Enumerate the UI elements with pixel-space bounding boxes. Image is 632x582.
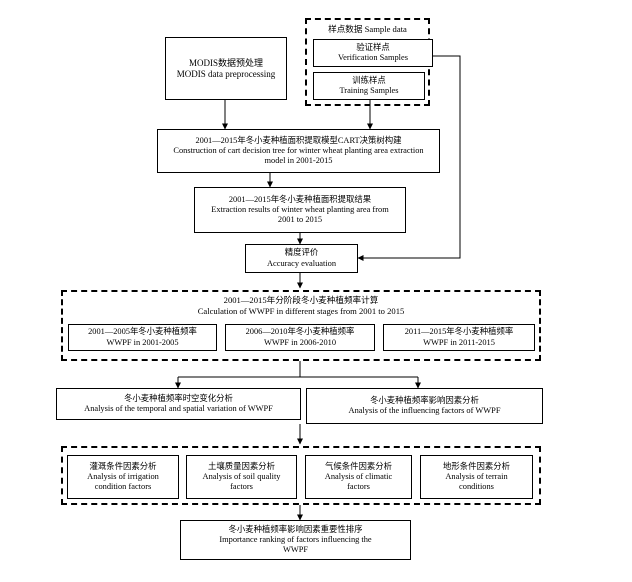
soil-quality-factor-box: 土壤质量因素分析 Analysis of soil quality factor… xyxy=(186,455,297,499)
climatic-factor-box: 气候条件因素分析 Analysis of climatic factors xyxy=(305,455,412,499)
ranking-en-line2: WWPF xyxy=(282,545,309,555)
verification-samples-box: 验证样点 Verification Samples xyxy=(313,39,433,67)
modis-zh: MODIS数据预处理 xyxy=(188,57,263,68)
climatic-en-line1: Analysis of climatic xyxy=(324,471,393,481)
influencing-factors-box: 冬小麦种植频率影响因素分析 Analysis of the influencin… xyxy=(306,388,543,424)
influencing-en: Analysis of the influencing factors of W… xyxy=(348,406,501,415)
training-zh: 训练样点 xyxy=(352,75,386,85)
soil-zh: 土壤质量因素分析 xyxy=(208,461,275,471)
stage-box-2001-2005: 2001—2005年冬小麦种植频率 WWPF in 2001-2005 xyxy=(68,324,217,351)
importance-ranking-box: 冬小麦种植频率影响因素重要性排序 Importance ranking of f… xyxy=(180,520,411,560)
stage-1-zh: 2001—2005年冬小麦种植频率 xyxy=(88,327,197,337)
extraction-zh: 2001—2015年冬小麦种植面积提取结果 xyxy=(228,194,372,204)
irrigation-zh: 灌溉条件因素分析 xyxy=(89,461,157,471)
stage-2-zh: 2006—2010年冬小麦种植频率 xyxy=(245,327,355,337)
temporal-spatial-analysis-box: 冬小麦种植频率时空变化分析 Analysis of the temporal a… xyxy=(56,388,301,420)
accuracy-evaluation-box: 精度评价 Accuracy evaluation xyxy=(245,244,358,273)
climatic-en-line2: factors xyxy=(347,482,370,492)
modis-preprocessing-box: MODIS数据预处理 MODIS data preprocessing xyxy=(165,37,287,100)
stage-box-2006-2010: 2006—2010年冬小麦种植频率 WWPF in 2006-2010 xyxy=(225,324,375,351)
modis-en: MODIS data preprocessing xyxy=(176,68,276,79)
influencing-zh: 冬小麦种植频率影响因素分析 xyxy=(370,395,479,405)
sample-data-title: 样点数据 Sample data xyxy=(328,24,407,34)
irrigation-factor-box: 灌溉条件因素分析 Analysis of irrigation conditio… xyxy=(67,455,179,499)
temporal-en: Analysis of the temporal and spatial var… xyxy=(84,404,273,413)
climatic-zh: 气候条件因素分析 xyxy=(325,461,392,471)
ranking-en-line1: Importance ranking of factors influencin… xyxy=(219,534,372,544)
stage-3-en: WWPF in 2011-2015 xyxy=(423,337,495,347)
ranking-zh: 冬小麦种植频率影响因素重要性排序 xyxy=(228,524,363,534)
extraction-en-line1: Extraction results of winter wheat plant… xyxy=(211,204,389,214)
cart-en-line2: model in 2001-2015 xyxy=(264,156,333,166)
extraction-results-box: 2001—2015年冬小麦种植面积提取结果 Extraction results… xyxy=(194,187,406,233)
training-en: Training Samples xyxy=(339,86,399,95)
stage-3-zh: 2011—2015年冬小麦种植频率 xyxy=(404,327,514,337)
arrow-verification-to-accuracy xyxy=(357,55,461,261)
verification-en: Verification Samples xyxy=(337,53,408,62)
wwpf-group-en: Calculation of WWPF in different stages … xyxy=(197,306,405,316)
accuracy-zh: 精度评价 xyxy=(284,248,319,258)
soil-en-line2: factors xyxy=(230,482,253,492)
training-samples-box: 训练样点 Training Samples xyxy=(313,72,425,100)
terrain-factor-box: 地形条件因素分析 Analysis of terrain conditions xyxy=(420,455,533,499)
verification-zh: 验证样点 xyxy=(356,42,390,52)
wwpf-group-zh: 2001—2015年分阶段冬小麦种植频率计算 xyxy=(223,295,379,305)
soil-en-line1: Analysis of soil quality xyxy=(202,471,281,481)
cart-zh: 2001—2015年冬小麦种植面积提取模型CART决策树构建 xyxy=(195,135,402,145)
terrain-en-line1: Analysis of terrain xyxy=(445,471,508,481)
wwpf-calculation-group xyxy=(61,290,541,361)
terrain-zh: 地形条件因素分析 xyxy=(443,461,510,471)
irrigation-en-line2: condition factors xyxy=(94,482,152,492)
extraction-en-line2: 2001 to 2015 xyxy=(277,215,323,225)
stage-box-2011-2015: 2011—2015年冬小麦种植频率 WWPF in 2011-2015 xyxy=(383,324,535,351)
cart-en-line1: Construction of cart decision tree for w… xyxy=(173,145,424,155)
factor-analysis-group xyxy=(61,446,541,505)
terrain-en-line2: conditions xyxy=(459,482,494,492)
irrigation-en-line1: Analysis of irrigation xyxy=(87,471,159,481)
temporal-zh: 冬小麦种植频率时空变化分析 xyxy=(124,393,233,403)
stage-1-en: WWPF in 2001-2005 xyxy=(106,337,179,347)
stage-2-en: WWPF in 2006-2010 xyxy=(263,337,337,347)
accuracy-en: Accuracy evaluation xyxy=(266,258,337,268)
cart-construction-box: 2001—2015年冬小麦种植面积提取模型CART决策树构建 Construct… xyxy=(157,129,440,173)
